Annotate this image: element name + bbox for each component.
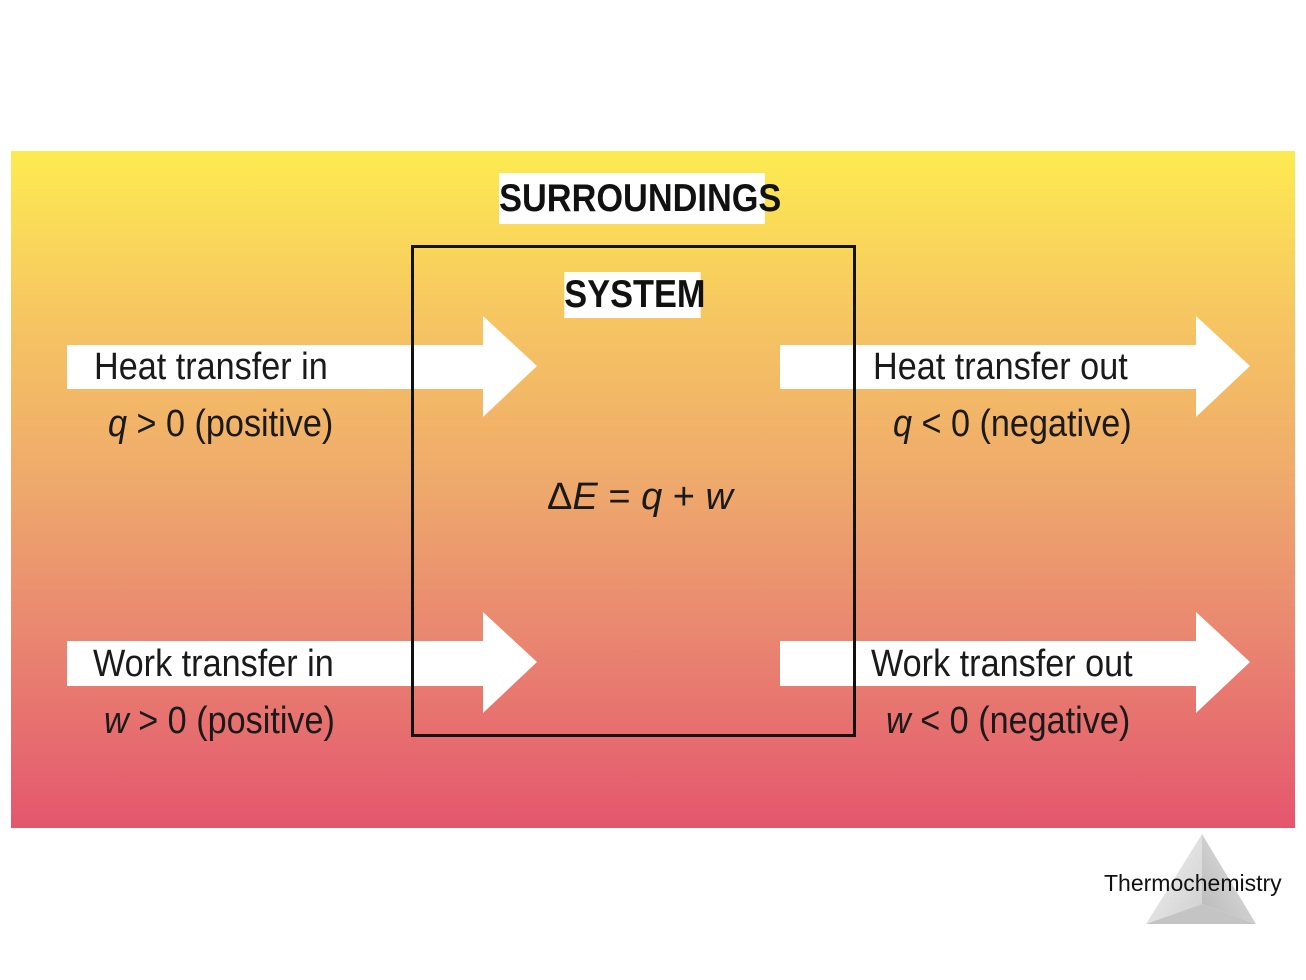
system-boundary: [411, 245, 856, 737]
heat-out-title: Heat transfer out: [873, 346, 1128, 388]
work-in-title: Work transfer in: [93, 643, 334, 685]
heat-in-condition: q > 0 (positive): [108, 405, 333, 443]
equation-q: q: [641, 476, 663, 518]
work-in-arrow: [67, 612, 537, 713]
equation-w: w: [705, 476, 733, 518]
equation-equals: =: [597, 476, 642, 518]
footer-label: Thermochemistry: [1104, 870, 1282, 896]
heat-in-var: q: [108, 403, 128, 445]
work-in-var: w: [104, 700, 129, 742]
work-out-cond: < 0 (negative): [910, 700, 1131, 742]
system-label: SYSTEM: [564, 272, 706, 318]
work-out-title: Work transfer out: [871, 643, 1133, 685]
heat-in-title: Heat transfer in: [94, 346, 328, 388]
equation-delta: Δ: [547, 476, 573, 518]
work-out-var: w: [886, 700, 911, 742]
pyramid-icon: [1146, 834, 1256, 924]
heat-out-cond: < 0 (negative): [912, 403, 1132, 445]
work-in-condition: w > 0 (positive): [104, 702, 335, 740]
work-out-arrow: [780, 612, 1250, 713]
work-out-condition: w < 0 (negative): [886, 702, 1130, 740]
heat-out-arrow: [780, 316, 1250, 417]
heat-in-arrow: [67, 316, 537, 417]
equation-e: E: [572, 476, 598, 518]
heat-out-var: q: [893, 403, 913, 445]
work-in-cond: > 0 (positive): [128, 700, 335, 742]
equation-plus: +: [662, 476, 706, 518]
surroundings-panel: [11, 151, 1295, 828]
heat-out-condition: q < 0 (negative): [893, 405, 1132, 443]
energy-equation: ΔE = q + w: [500, 478, 780, 516]
heat-in-cond: > 0 (positive): [127, 403, 334, 445]
surroundings-label: SURROUNDINGS: [499, 173, 781, 224]
